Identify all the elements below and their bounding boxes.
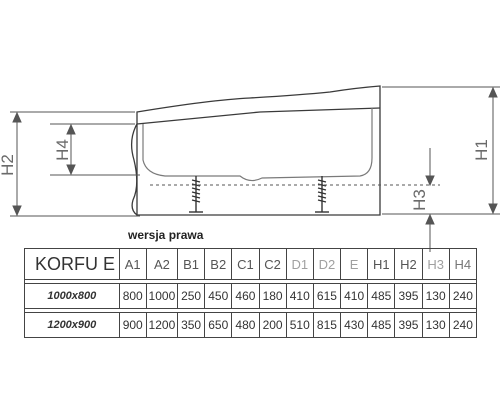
table-row: 1000x800 800 1000 250 450 460 180 410 61… xyxy=(24,283,478,309)
column-header: E xyxy=(340,248,369,280)
column-header: C1 xyxy=(231,248,260,280)
value-cell: 350 xyxy=(176,312,206,338)
version-label: wersja prawa xyxy=(128,228,204,242)
column-header: D2 xyxy=(312,248,342,280)
value-cell: 410 xyxy=(285,283,314,309)
value-cell: 395 xyxy=(394,283,423,309)
value-cell: 240 xyxy=(448,312,478,338)
column-header: H4 xyxy=(448,248,478,280)
value-cell: 815 xyxy=(312,312,342,338)
column-header: A1 xyxy=(118,248,147,280)
bathtub-inner-contour xyxy=(142,108,373,182)
value-cell: 485 xyxy=(367,283,396,309)
extension-lines xyxy=(10,86,500,217)
value-cell: 410 xyxy=(340,283,369,309)
value-cell: 200 xyxy=(258,312,287,338)
column-header: H3 xyxy=(421,248,450,280)
dimensions-table: KORFU E A1 A2 B1 B2 C1 C2 D1 D2 E H1 H2 … xyxy=(24,248,478,338)
value-cell: 615 xyxy=(312,283,342,309)
value-cell: 510 xyxy=(285,312,314,338)
value-cell: 460 xyxy=(231,283,260,309)
value-cell: 130 xyxy=(421,283,450,309)
leg-left xyxy=(189,176,203,213)
value-cell: 1000 xyxy=(145,283,179,309)
column-header: B1 xyxy=(176,248,206,280)
leg-right xyxy=(315,176,329,213)
size-cell: 1000x800 xyxy=(24,283,120,309)
value-cell: 650 xyxy=(204,312,233,338)
column-header: H1 xyxy=(367,248,396,280)
value-cell: 240 xyxy=(448,283,478,309)
column-header: A2 xyxy=(145,248,179,280)
dimension-h1 xyxy=(488,86,498,215)
value-cell: 900 xyxy=(118,312,147,338)
column-header: C2 xyxy=(258,248,287,280)
model-name: KORFU E xyxy=(24,248,120,280)
value-cell: 485 xyxy=(367,312,396,338)
value-cell: 480 xyxy=(231,312,260,338)
h2-label: H2 xyxy=(0,154,17,176)
panel-edge xyxy=(130,123,138,216)
h3-label: H3 xyxy=(410,189,429,211)
column-header: D1 xyxy=(285,248,314,280)
value-cell: 430 xyxy=(340,312,369,338)
dimension-h2 xyxy=(12,111,22,217)
size-cell: 1200x900 xyxy=(24,312,120,338)
value-cell: 395 xyxy=(394,312,423,338)
column-header: H2 xyxy=(394,248,423,280)
dimension-h3 xyxy=(425,148,435,252)
dimension-h4 xyxy=(66,123,76,176)
table-header-row: KORFU E A1 A2 B1 B2 C1 C2 D1 D2 E H1 H2 … xyxy=(24,248,478,280)
value-cell: 800 xyxy=(118,283,147,309)
value-cell: 130 xyxy=(421,312,450,338)
value-cell: 1200 xyxy=(145,312,179,338)
bathtub-outline xyxy=(136,85,381,216)
value-cell: 250 xyxy=(176,283,206,309)
table-row: 1200x900 900 1200 350 650 480 200 510 81… xyxy=(24,312,478,338)
value-cell: 450 xyxy=(204,283,233,309)
h4-label: H4 xyxy=(53,139,72,161)
h1-label: H1 xyxy=(472,139,491,161)
column-header: B2 xyxy=(204,248,233,280)
value-cell: 180 xyxy=(258,283,287,309)
